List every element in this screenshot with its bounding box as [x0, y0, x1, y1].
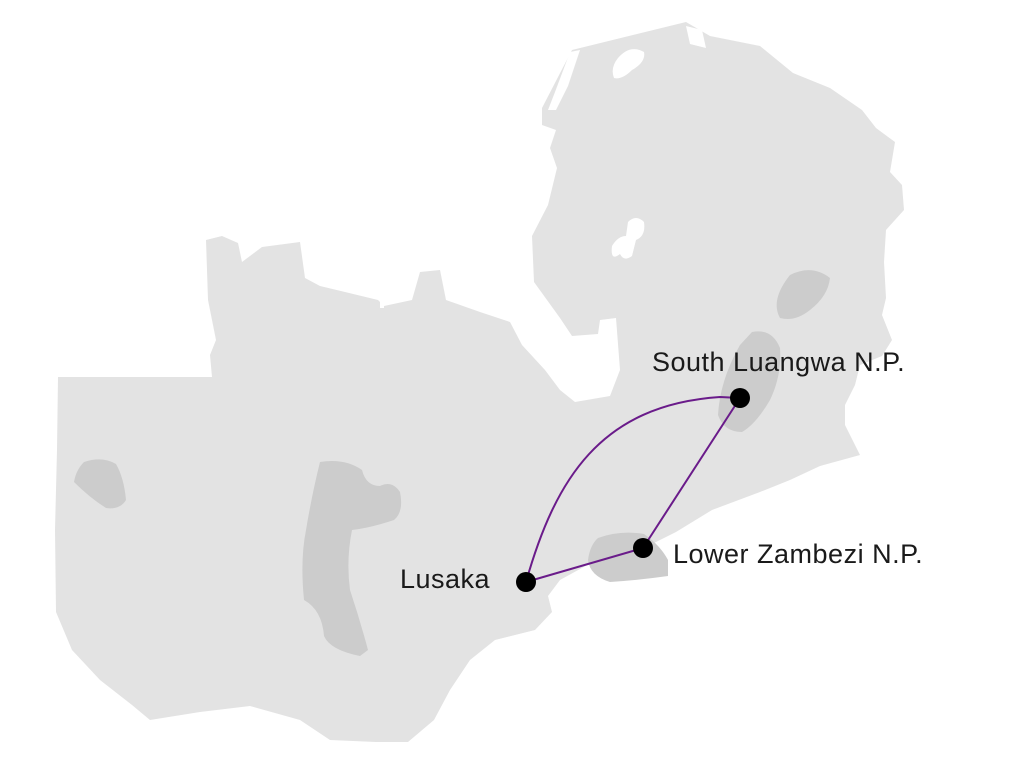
label-lusaka: Lusaka [400, 564, 491, 594]
marker-south-luangwa[interactable] [730, 388, 750, 408]
marker-lower-zambezi[interactable] [633, 538, 653, 558]
park-kafue [302, 461, 402, 656]
park-liuwa-plain [74, 459, 126, 509]
route-lusaka-south-luangwa [525, 395, 741, 583]
route-lower-zambezi-south-luangwa [642, 397, 741, 549]
marker-lusaka[interactable] [516, 572, 536, 592]
lake-northern [686, 26, 706, 48]
park-north-luangwa [776, 270, 830, 319]
label-south-luangwa: South Luangwa N.P. [652, 347, 905, 377]
lake-bangweulu [611, 218, 645, 259]
lake-tanganyika [548, 50, 580, 110]
country-outline [55, 22, 904, 742]
label-lower-zambezi: Lower Zambezi N.P. [673, 539, 923, 569]
lake-mweru [612, 49, 645, 79]
notch-west [380, 300, 384, 308]
route-lusaka-lower-zambezi [525, 547, 644, 583]
